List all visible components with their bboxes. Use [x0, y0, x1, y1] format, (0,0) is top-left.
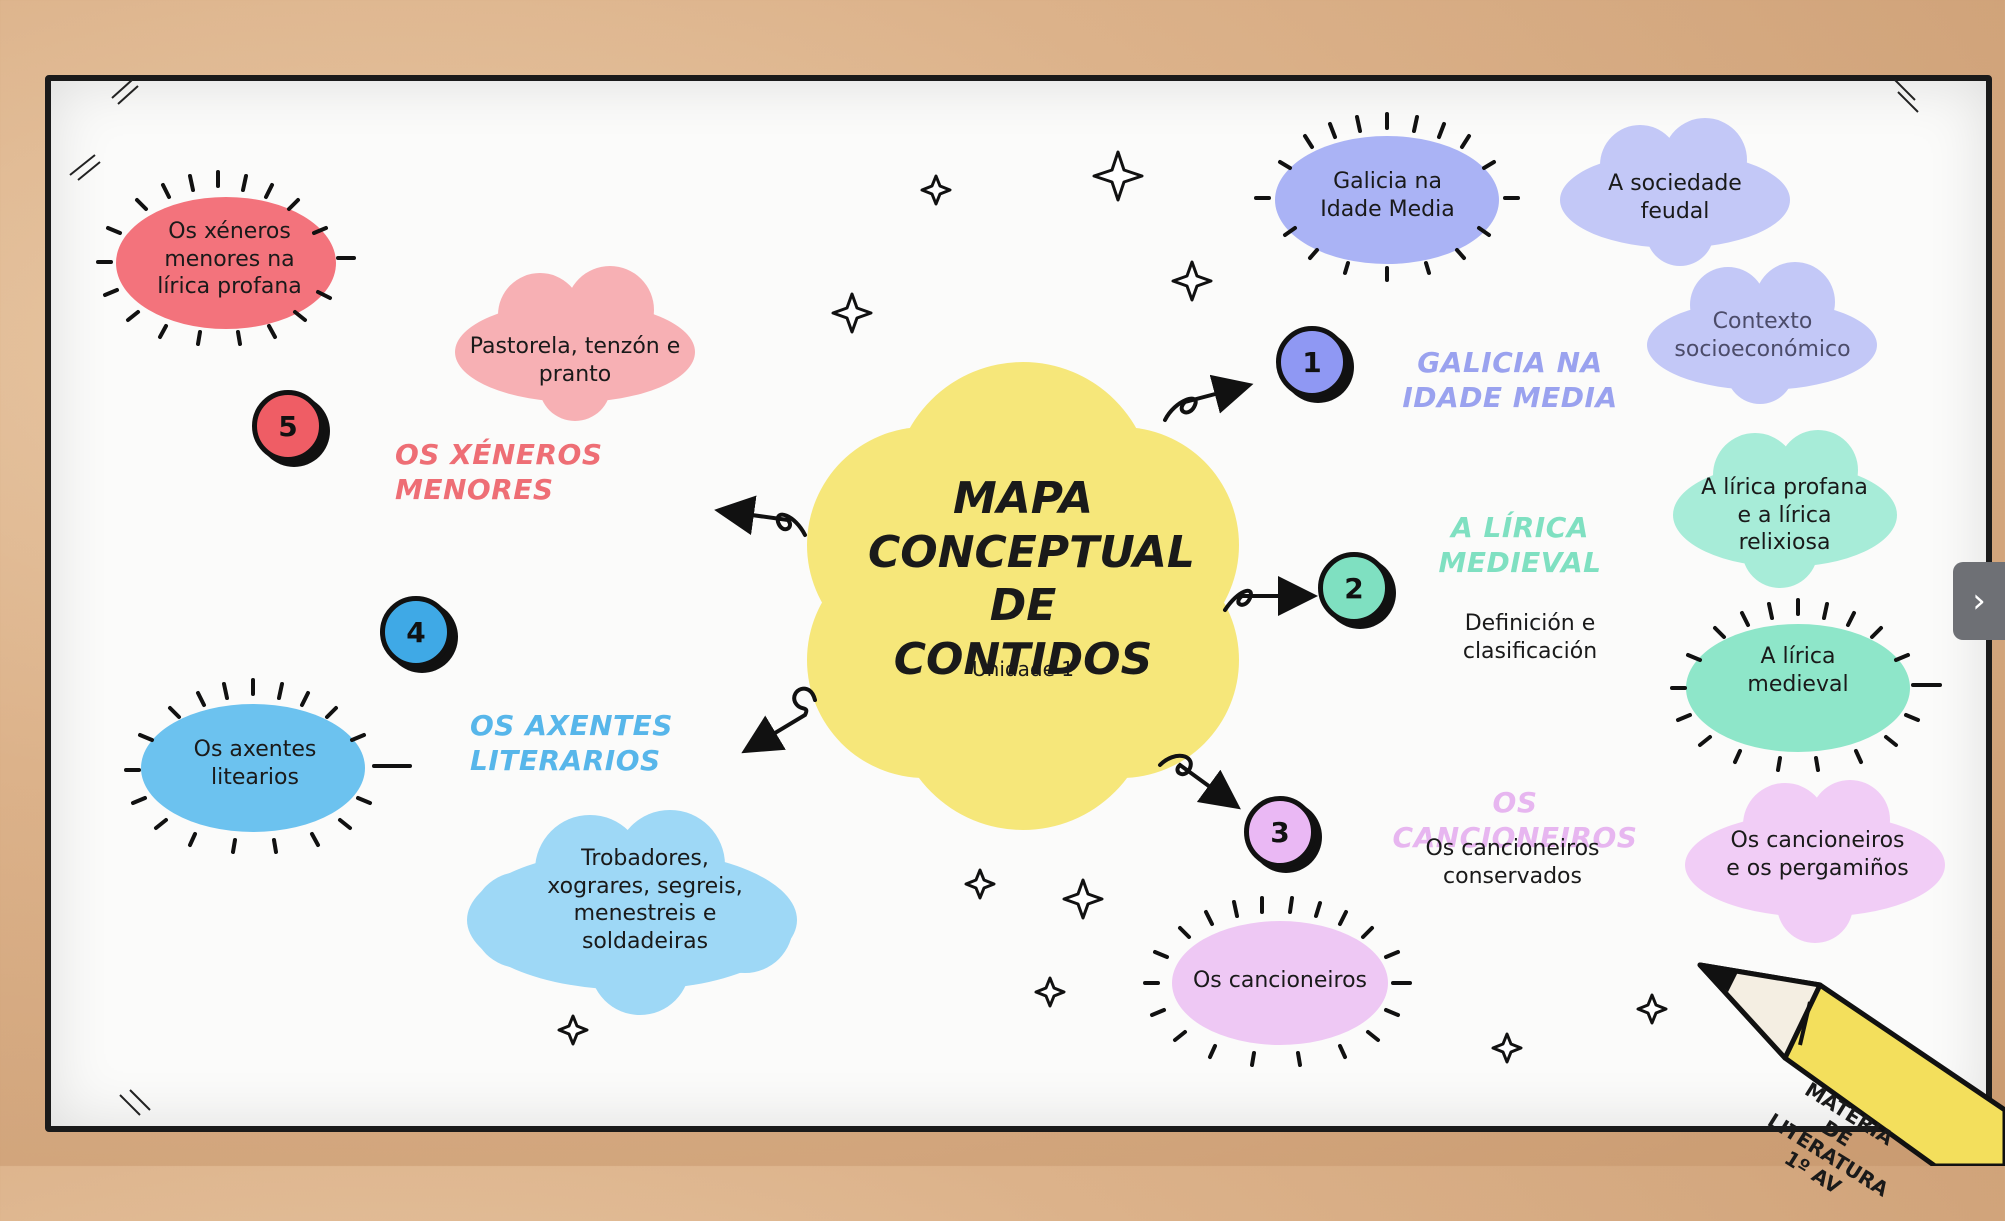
diagram-art — [69, 79, 2005, 1166]
sparkle-star-icon — [964, 868, 996, 900]
heading-lirica: A LÍRICA MEDIEVAL — [1438, 511, 1602, 579]
sparkle-star-icon — [920, 174, 952, 206]
curly-arrow-icon — [1223, 576, 1318, 616]
pencil-icon — [1697, 962, 2005, 1166]
curly-arrow-icon — [741, 686, 817, 754]
center-flower — [807, 362, 1239, 830]
sparkle-stars — [557, 150, 1668, 1064]
heading-galicia: GALICIA NA IDADE MEDIA — [1402, 346, 1618, 414]
node-pergaminos-label: Os cancioneiros e os pergamiños — [1726, 828, 1909, 881]
sparkle-star-icon — [1092, 150, 1144, 202]
node-trobadores-label: Trobadores, xograres, segreis, menestrei… — [547, 846, 743, 954]
next-slide-button[interactable]: › — [1953, 562, 2005, 640]
node-definicion-label: Definición e clasificación — [1462, 611, 1598, 664]
sparkle-star-icon — [1062, 878, 1104, 920]
badge-3: 3 — [1244, 796, 1316, 868]
node-cancioneiros-conservados-label: Os cancioneiros conservados — [1425, 836, 1600, 889]
node-lirica-medieval-label: A lírica medieval — [1747, 644, 1849, 697]
node-xeneros-label: Os xéneros menores na lírica profana — [157, 219, 302, 299]
node-os-cancioneiros-label: Os cancioneiros — [1192, 968, 1368, 993]
cloud-lirica-profana-shape — [1673, 430, 1897, 588]
sparkle-star-icon — [1491, 1032, 1523, 1064]
node-lirica-profana-label: A lírica profana e a lírica relixiosa — [1701, 475, 1868, 555]
sparkle-star-icon — [1171, 260, 1213, 302]
heading-cancioneiros: OS CANCIONEIROS — [1392, 786, 1638, 854]
sparkle-star-icon — [1636, 993, 1668, 1025]
node-sociedade-label: A sociedade feudal — [1608, 171, 1742, 224]
badge-1: 1 — [1276, 326, 1348, 398]
center-subtitle: Unidade 1 — [972, 657, 1074, 681]
cloud-trobadores-shape — [467, 810, 797, 1015]
chevron-right-icon: › — [1972, 581, 1986, 621]
badge-2: 2 — [1318, 552, 1390, 624]
sparkle-star-icon — [831, 292, 873, 334]
cloud-contexto-shape — [1647, 262, 1877, 404]
main-title: MAPA CONCEPTUAL DE CONTIDOS — [868, 473, 1195, 686]
sparkle-star-icon — [1034, 976, 1066, 1008]
node-galicia-label: Galicia na Idade Media — [1320, 169, 1455, 222]
cloud-pastorela-shape — [455, 266, 695, 421]
node-cancioneiros-shape — [1143, 896, 1412, 1067]
cloud-pergaminos-shape — [1685, 780, 1945, 943]
curly-arrows — [714, 374, 1318, 810]
node-pastorela-label: Pastorela, tenzón e pranto — [469, 334, 681, 387]
node-axentes-shape — [124, 678, 412, 854]
cloud-sociedade-shape — [1560, 118, 1790, 266]
heading-xeneros: OS XÉNEROS MENORES — [395, 438, 603, 506]
node-xeneros-shape — [96, 170, 356, 346]
curly-arrow-icon — [1163, 374, 1254, 422]
node-axentes-label: Os axentes litearios — [193, 737, 317, 790]
corner-marks — [69, 79, 1919, 1116]
badge-5: 5 — [252, 390, 324, 462]
badge-4: 4 — [380, 596, 452, 668]
sparkle-star-icon — [557, 1014, 589, 1046]
curly-arrow-icon — [714, 495, 807, 537]
node-contexto-label: Contexto socioeconómico — [1674, 309, 1851, 362]
node-galicia-shape — [1254, 112, 1520, 282]
heading-axentes: OS AXENTES LITERARIOS — [470, 709, 673, 777]
node-lirica-shape — [1670, 598, 1942, 772]
curly-arrow-icon — [1158, 753, 1241, 810]
